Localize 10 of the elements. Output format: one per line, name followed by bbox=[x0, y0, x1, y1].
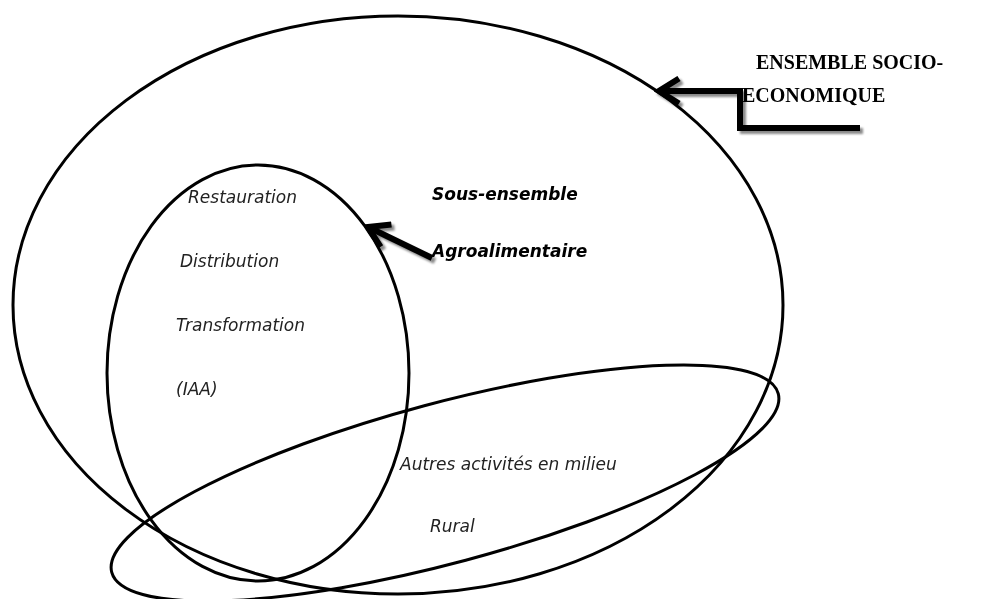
arrow bbox=[365, 221, 434, 261]
set-label-text: Sous-ensemble Agroalimentaire bbox=[432, 183, 589, 263]
activity-label: Rural bbox=[430, 516, 475, 536]
activity-label: (IAA) bbox=[176, 379, 218, 399]
arrow bbox=[656, 75, 860, 131]
activity-label: Distribution bbox=[180, 251, 280, 271]
activity-label: Restauration bbox=[188, 187, 297, 207]
activity-label: Transformation bbox=[176, 315, 306, 335]
set-label-text: ENSEMBLE SOCIO-ECONOMIQUE bbox=[742, 50, 945, 108]
activity-label: Autres activités en milieu bbox=[400, 454, 617, 474]
